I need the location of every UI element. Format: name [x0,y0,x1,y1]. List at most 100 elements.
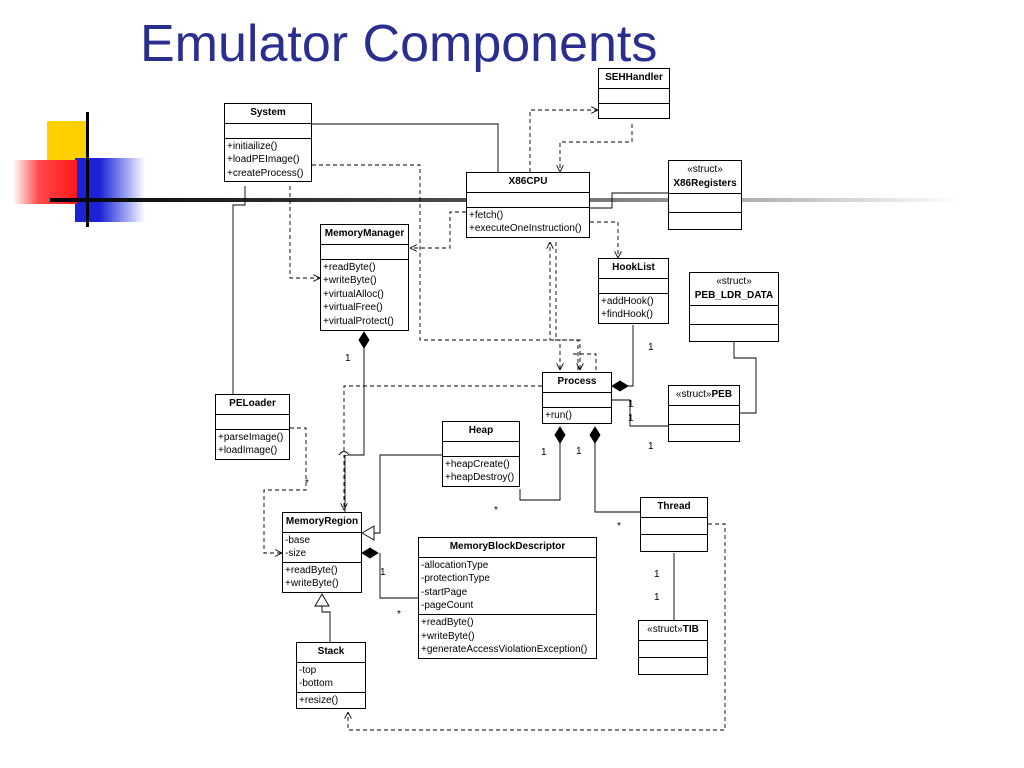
class-sehhandler[interactable]: SEHHandler [598,68,670,119]
class-x86registers-attrs [669,194,741,214]
triangle-stack-gen [314,593,330,607]
class-system-name: System [225,104,311,124]
class-heap-ops: +heapCreate() +heapDestroy() [443,457,519,486]
dep-x86cpu-seh [529,110,598,172]
multiplicity-label: * [397,609,401,620]
class-peb-attrs [669,406,739,425]
multiplicity-label: 1 [648,342,654,353]
diamond-memregion [361,547,379,559]
dep-process-mm [570,353,597,370]
assoc-system-peloader [232,186,246,394]
class-system-attrs [225,124,311,139]
stereotype: «struct» [687,164,723,175]
class-peb-ldr-data-ops [690,325,778,341]
class-tib-attrs [639,641,707,658]
class-heap[interactable]: Heap +heapCreate() +heapDestroy() [442,421,520,487]
op: +readByte() [323,261,376,273]
op: +executeOneInstruction() [469,223,582,235]
op: +virtualProtect() [323,315,394,327]
class-process-ops: +run() [543,408,611,424]
name: PEB_LDR_DATA [694,289,774,301]
multiplicity-label: 1 [541,447,547,458]
class-system-ops: +initiailize() +loadPEImage() +createPro… [225,139,311,182]
attr: -allocationType [421,559,489,571]
op: +heapCreate() [445,458,510,470]
class-hooklist-name: HookList [599,259,668,279]
class-memorymanager[interactable]: MemoryManager +readByte() +writeByte() +… [320,224,409,331]
class-tib-ops [639,658,707,674]
dep-process-memregion [344,385,542,510]
class-tib[interactable]: «struct»TIB [638,620,708,675]
class-hooklist-ops: +addHook() +findHook() [599,294,668,323]
class-x86cpu-attrs [467,193,589,208]
class-system[interactable]: System +initiailize() +loadPEImage() +cr… [224,103,312,183]
class-thread-name: Thread [641,498,707,518]
class-mbd-ops: +readByte() +writeByte() +generateAccess… [419,615,596,658]
class-thread[interactable]: Thread [640,497,708,552]
class-sehhandler-name: SEHHandler [599,69,669,89]
class-peb[interactable]: «struct»PEB [668,385,740,442]
class-peb-name: «struct»PEB [669,386,739,406]
class-thread-ops [641,535,707,551]
class-x86cpu-name: X86CPU [467,173,589,193]
multiplicity-label: * [494,505,498,516]
class-peloader-name: PELoader [216,395,289,415]
class-x86cpu[interactable]: X86CPU +fetch() +executeOneInstruction() [466,172,590,238]
assoc-system-x86cpu [312,123,499,172]
multiplicity-label: 1 [628,413,634,424]
dep-system-process [312,164,560,370]
class-memoryregion[interactable]: MemoryRegion -base -size +readByte() +wr… [282,512,362,593]
stereotype: «struct» [716,276,752,287]
class-sehhandler-attrs [599,89,669,104]
op: +loadPEImage() [227,154,300,166]
dep-x86cpu-hooklist [590,221,618,258]
attr: -pageCount [421,600,474,612]
comp-process-thread [594,443,640,513]
diamond-mm [358,331,370,349]
op: +generateAccessViolationException() [421,644,588,656]
gen-heap-memoryregion [374,454,442,534]
attr: -size [285,548,307,560]
op: +writeByte() [421,630,475,642]
attr: -protectionType [421,573,490,585]
class-memoryregion-attrs: -base -size [283,533,361,563]
diamond-thread [589,426,601,444]
class-stack[interactable]: Stack -top -bottom +resize() [296,642,366,710]
class-peloader[interactable]: PELoader +parseImage() +loadImage() [215,394,290,460]
class-memorymanager-attrs [321,245,408,260]
comp-process-heap [519,443,561,501]
diamond-process-hook [611,380,629,392]
class-peb-ldr-data[interactable]: «struct» PEB_LDR_DATA [689,272,779,343]
class-x86registers[interactable]: «struct» X86Registers [668,160,742,231]
op: +loadImage() [218,445,278,457]
class-sehhandler-ops [599,104,669,118]
assoc-x86cpu-registers [590,192,668,209]
class-process-attrs [543,393,611,408]
op: +readByte() [421,616,474,628]
op: +virtualAlloc() [323,288,384,300]
diamond-heap [554,426,566,444]
class-peloader-attrs [216,415,289,430]
op: +run() [545,409,572,421]
dep-process-x86cpu [550,242,579,370]
class-mbd-name: MemoryBlockDescriptor [419,538,596,558]
class-process-name: Process [543,373,611,393]
class-memoryblockdescriptor[interactable]: MemoryBlockDescriptor -allocationType -p… [418,537,597,659]
op: +virtualFree() [323,302,383,314]
class-tib-name: «struct»TIB [639,621,707,641]
attr: -base [285,534,311,546]
multiplicity-label: 1 [576,446,582,457]
op: +heapDestroy() [445,472,515,484]
class-process[interactable]: Process +run() [542,372,612,425]
class-stack-ops: +resize() [297,693,365,709]
dep-peloader-memregion [263,427,307,553]
dep-x86cpu-mm [410,211,466,248]
op: +fetch() [469,209,504,221]
gen-stack-memoryregion [321,606,331,642]
class-stack-attrs: -top -bottom [297,663,365,693]
op: +writeByte() [285,578,339,590]
name: TIB [682,624,699,635]
stereotype: «struct» [675,389,712,400]
class-hooklist[interactable]: HookList +addHook() +findHook() [598,258,669,324]
